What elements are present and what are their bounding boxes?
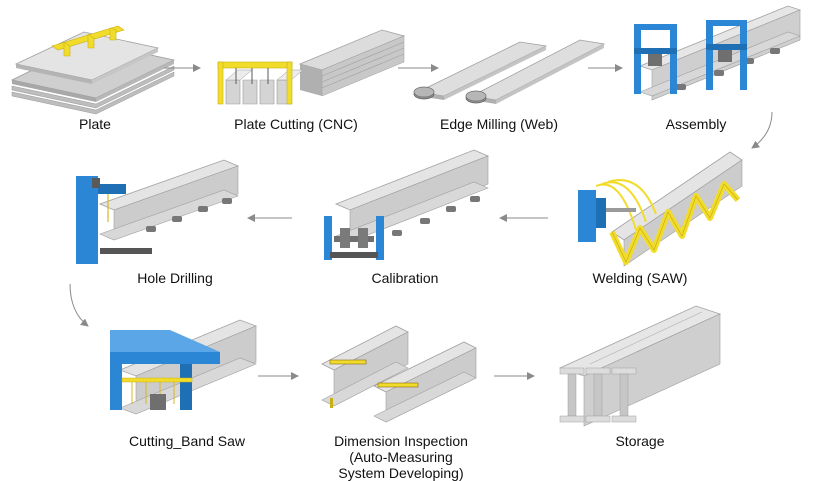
band-saw-icon — [110, 319, 258, 415]
h-beam-assembly-icon — [634, 5, 802, 101]
edge-milling-icon — [413, 39, 606, 104]
step-label-dimension-inspection: Dimension Inspection (Auto-Measuring Sys… — [316, 433, 486, 481]
saw-welding-icon — [578, 151, 743, 267]
dimension-inspection-icon — [321, 325, 477, 423]
flow-arrow — [69, 283, 89, 327]
hole-drilling-machine-icon — [76, 159, 240, 264]
step-label-storage: Storage — [615, 433, 665, 449]
step-label-cutting-band-saw: Cutting_Band Saw — [129, 433, 245, 449]
cnc-plate-cutter-icon — [217, 29, 406, 105]
dimension-inspection-line-1: Dimension Inspection — [334, 433, 468, 449]
step-label-plate-cutting: Plate Cutting (CNC) — [234, 116, 358, 132]
calibration-rollers-icon — [324, 149, 490, 260]
step-label-calibration: Calibration — [371, 270, 439, 286]
step-label-edge-milling: Edge Milling (Web) — [439, 116, 558, 132]
step-label-hole-drilling: Hole Drilling — [137, 270, 213, 286]
dimension-inspection-line-2: (Auto-Measuring — [349, 449, 453, 465]
h-beam-storage-icon — [558, 305, 722, 427]
flow-arrow — [751, 111, 773, 149]
step-label-plate: Plate — [79, 116, 111, 132]
step-label-welding: Welding (SAW) — [592, 270, 688, 286]
steel-plate-stack-icon — [10, 25, 176, 115]
step-label-assembly: Assembly — [665, 116, 727, 132]
dimension-inspection-line-3: System Developing) — [338, 465, 464, 481]
